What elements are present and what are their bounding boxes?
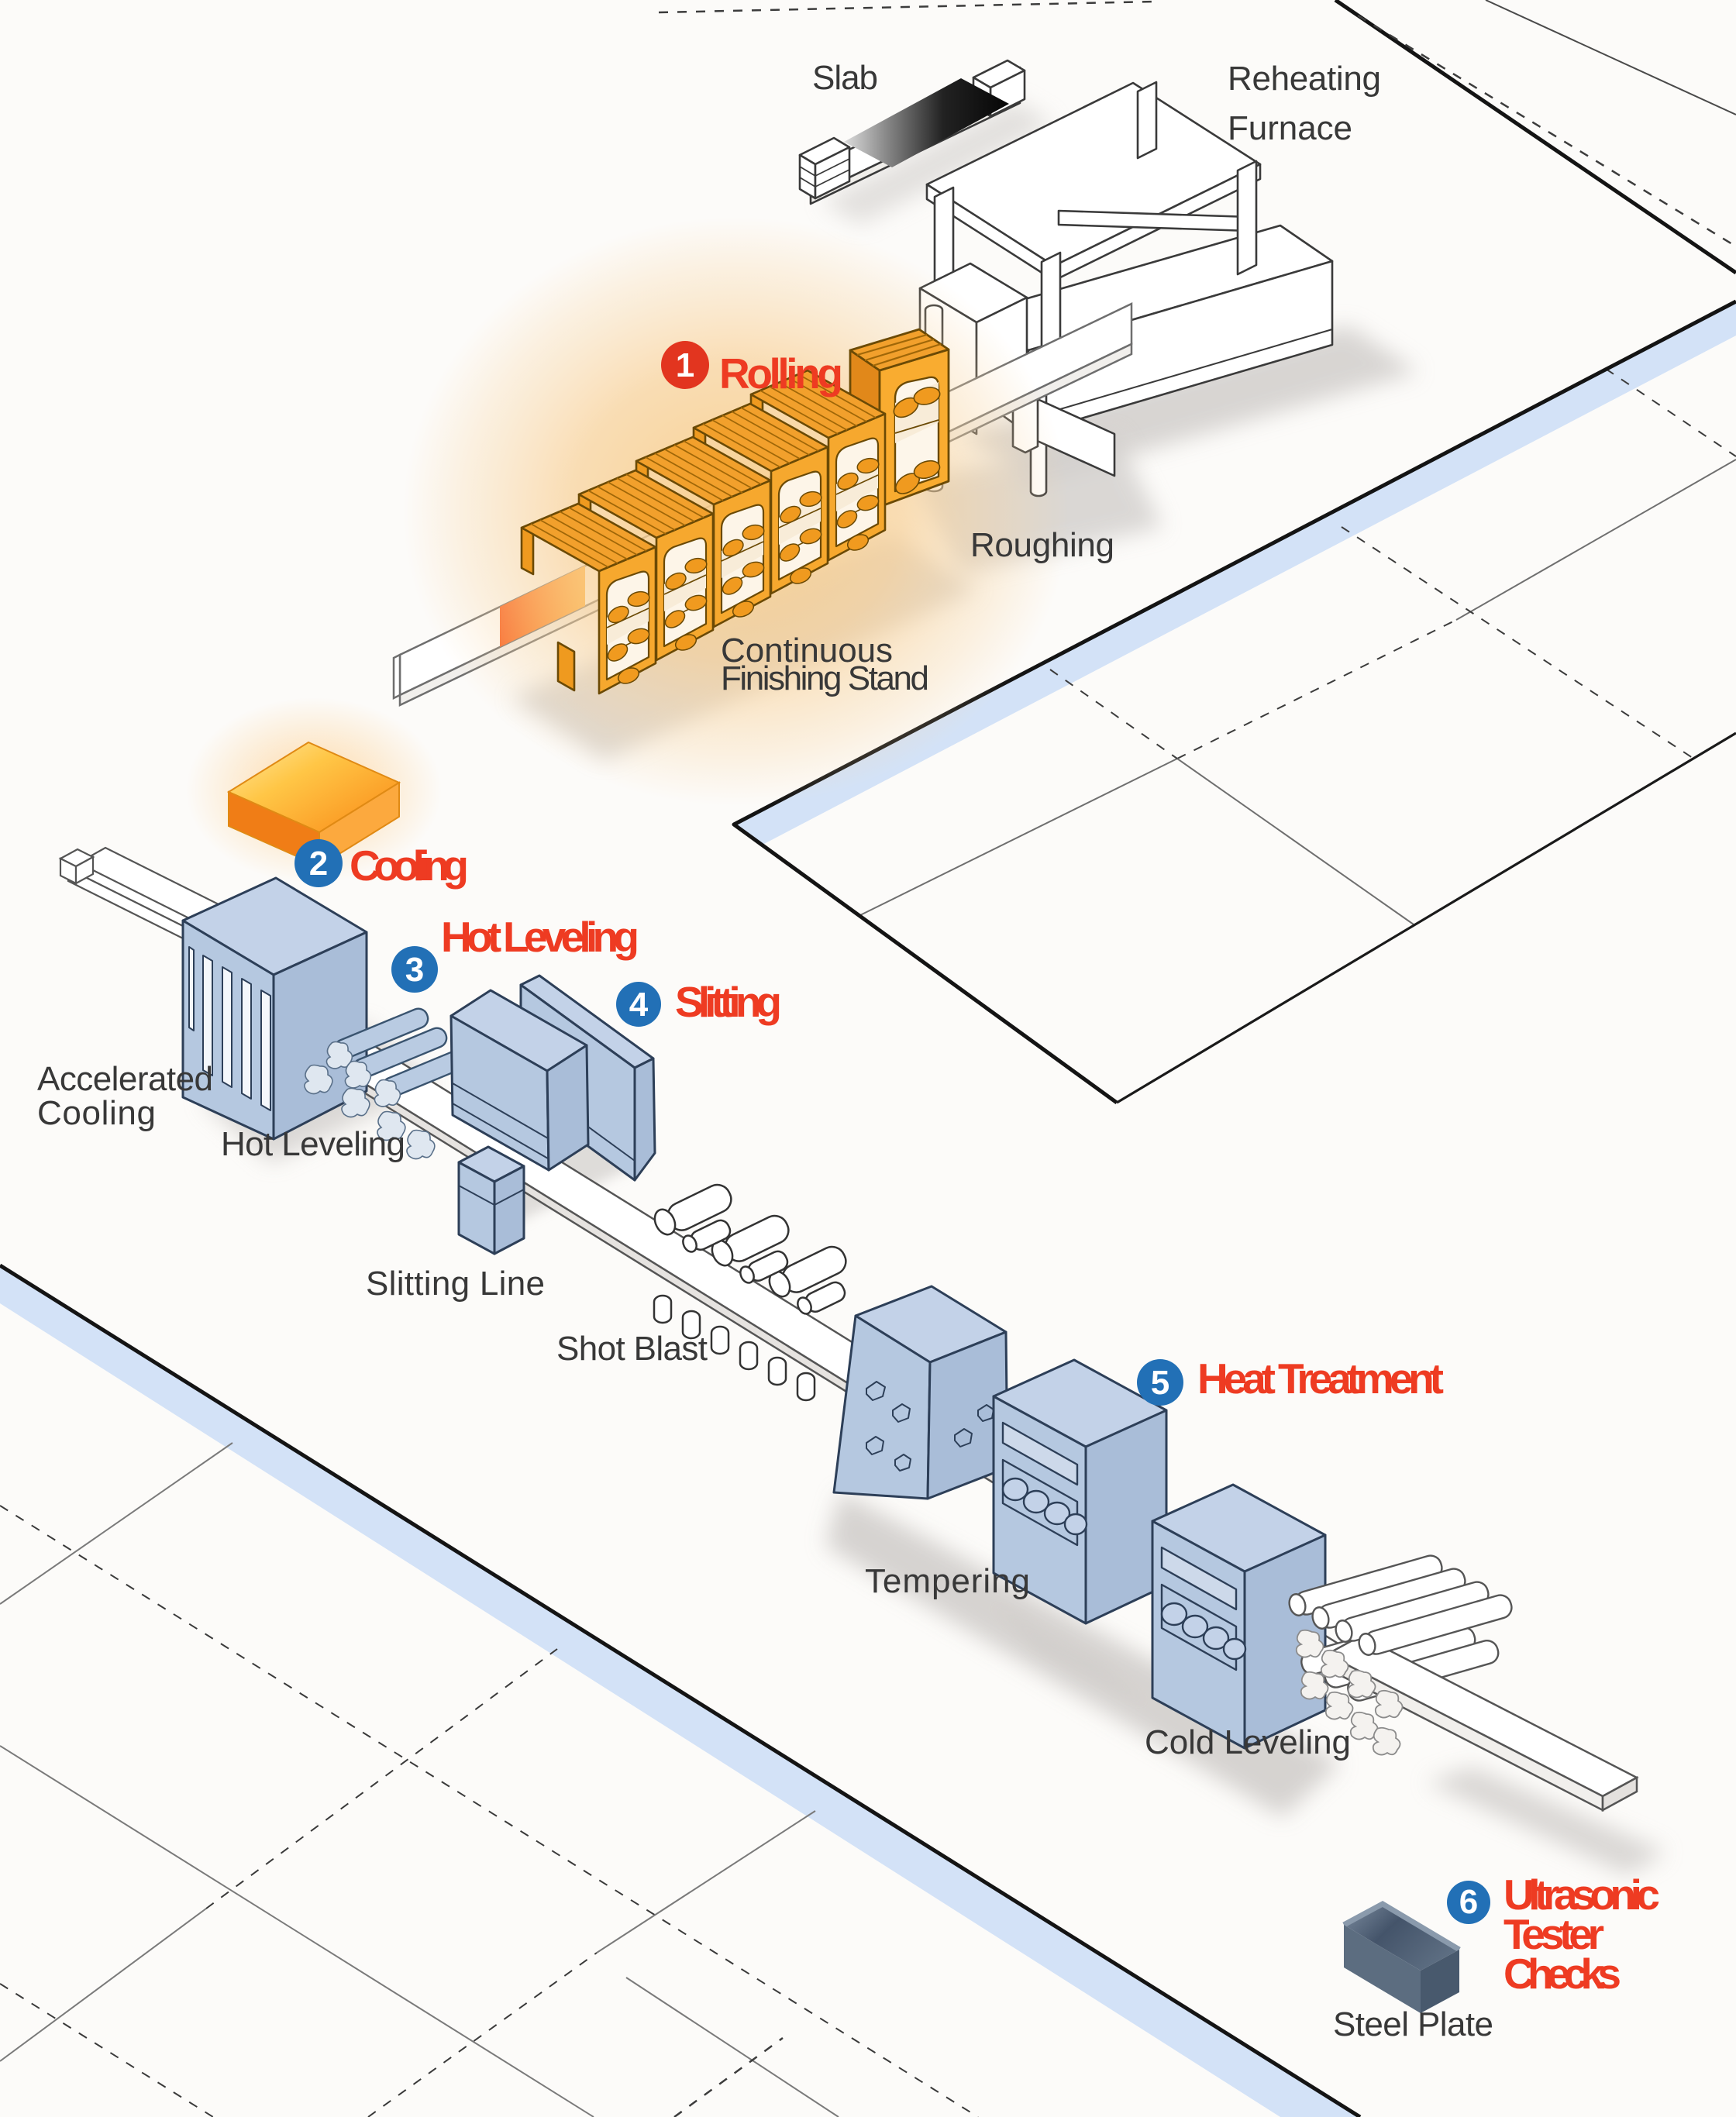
svg-text:6: 6 [1459,1883,1478,1921]
svg-text:Checks: Checks [1504,1950,1621,1998]
svg-text:4: 4 [629,986,649,1024]
svg-text:Accelerated: Accelerated [37,1060,213,1098]
svg-text:Heat Treatment: Heat Treatment [1197,1355,1444,1403]
svg-text:Tester: Tester [1504,1910,1604,1958]
svg-text:5: 5 [1151,1364,1169,1402]
svg-text:Ultrasonic: Ultrasonic [1504,1871,1660,1919]
svg-text:Finishing Stand: Finishing Stand [721,659,929,697]
svg-text:Hot Leveling: Hot Leveling [441,913,639,961]
svg-text:Furnace: Furnace [1228,109,1352,147]
svg-text:2: 2 [309,845,328,883]
svg-text:1: 1 [676,346,694,384]
svg-text:Roughing: Roughing [970,526,1114,564]
svg-text:Tempering: Tempering [865,1562,1030,1600]
svg-text:Slitting Line: Slitting Line [366,1265,545,1303]
svg-text:Continuous: Continuous [721,632,893,670]
svg-text:Cooling: Cooling [37,1094,156,1132]
svg-text:3: 3 [405,951,424,989]
svg-text:Slitting: Slitting [675,978,782,1026]
svg-text:Steel Plate: Steel Plate [1333,2005,1493,2043]
svg-text:Reheating: Reheating [1228,60,1381,98]
svg-text:Cooling: Cooling [350,842,469,890]
svg-text:Shot Blast: Shot Blast [556,1330,708,1368]
svg-text:Rolling: Rolling [719,349,843,398]
svg-text:Hot Leveling: Hot Leveling [221,1125,405,1163]
svg-text:Slab: Slab [812,59,878,97]
svg-text:Cold Leveling: Cold Leveling [1145,1723,1351,1761]
